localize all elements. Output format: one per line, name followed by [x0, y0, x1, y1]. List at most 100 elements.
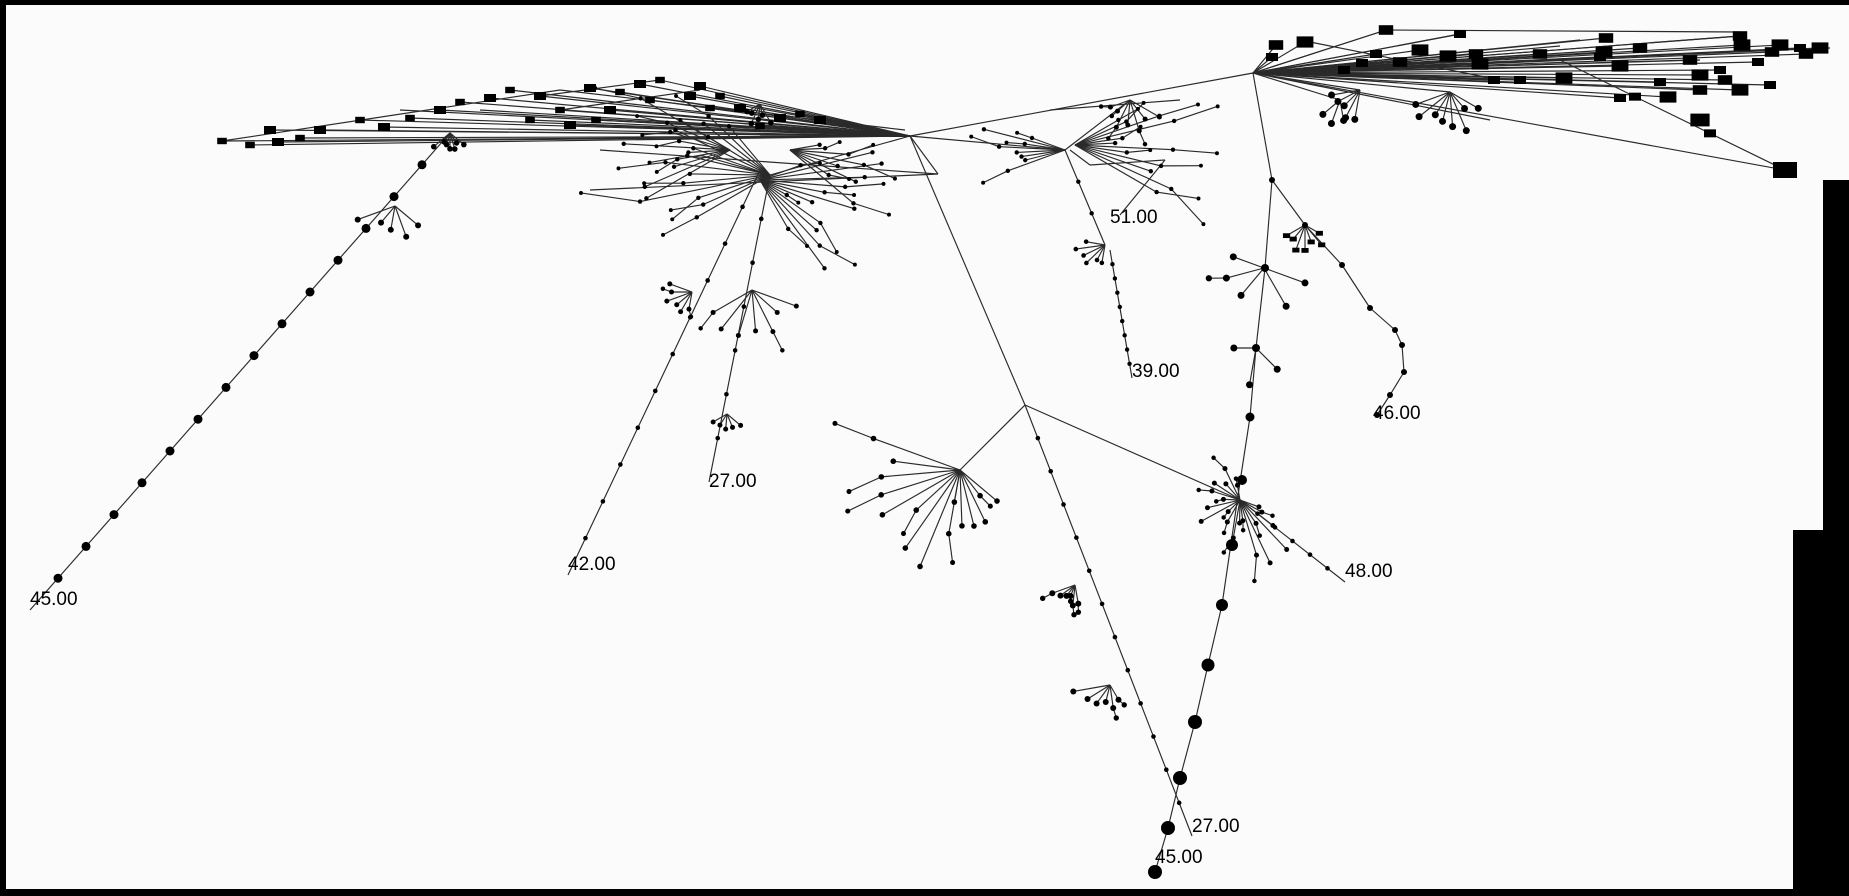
tree-node[interactable] — [681, 180, 686, 186]
tree-node[interactable] — [1401, 369, 1407, 375]
tree-node[interactable] — [579, 190, 583, 195]
tree-node[interactable] — [852, 206, 857, 211]
tree-node[interactable] — [1240, 527, 1246, 533]
tree-node[interactable] — [1387, 392, 1393, 398]
tree-node[interactable] — [900, 531, 907, 537]
tree-node[interactable] — [846, 489, 852, 495]
tree-node[interactable] — [701, 121, 706, 126]
tree-node[interactable] — [1116, 117, 1121, 123]
tree-node[interactable] — [726, 124, 732, 129]
tree-node[interactable] — [862, 174, 867, 180]
tree-node[interactable] — [1392, 57, 1408, 67]
tree-node[interactable] — [644, 196, 649, 201]
tree-node[interactable] — [786, 226, 791, 232]
tree-node[interactable] — [403, 233, 410, 240]
tree-node[interactable] — [913, 507, 920, 513]
tree-node[interactable] — [698, 326, 703, 331]
tree-node[interactable] — [387, 226, 394, 233]
tree-node[interactable] — [706, 134, 711, 140]
tree-node[interactable] — [1142, 116, 1148, 122]
tree-node[interactable] — [1268, 40, 1284, 50]
tree-node[interactable] — [845, 508, 851, 514]
tree-node[interactable] — [1318, 242, 1326, 248]
tree-node[interactable] — [1113, 715, 1119, 721]
tree-node[interactable] — [1205, 275, 1213, 282]
tree-node[interactable] — [1595, 46, 1613, 58]
tree-node[interactable] — [705, 278, 710, 283]
tree-node[interactable] — [378, 219, 385, 226]
tree-node[interactable] — [1269, 177, 1275, 183]
tree-node[interactable] — [1252, 578, 1257, 584]
tree-node[interactable] — [669, 289, 675, 295]
tree-node[interactable] — [1340, 116, 1348, 124]
tree-node[interactable] — [1115, 696, 1122, 703]
tree-node[interactable] — [1471, 58, 1489, 70]
tree-node[interactable] — [715, 92, 725, 100]
tree-node[interactable] — [1081, 253, 1086, 258]
tree-node[interactable] — [1209, 488, 1215, 494]
tree-node[interactable] — [1691, 69, 1709, 81]
tree-node[interactable] — [1654, 78, 1666, 86]
tree-node[interactable] — [814, 116, 826, 124]
tree-node[interactable] — [817, 161, 822, 166]
tree-node[interactable] — [969, 134, 974, 139]
tree-node[interactable] — [1439, 50, 1457, 62]
tree-node[interactable] — [1221, 550, 1227, 555]
tree-node[interactable] — [333, 255, 343, 265]
tree-node[interactable] — [846, 152, 851, 157]
tree-node[interactable] — [981, 127, 987, 132]
tree-node[interactable] — [621, 141, 626, 147]
tree-node[interactable] — [1071, 611, 1077, 618]
tree-node[interactable] — [1301, 247, 1309, 253]
tree-node[interactable] — [1102, 699, 1109, 706]
tree-node[interactable] — [1023, 157, 1028, 163]
tree-node[interactable] — [1237, 475, 1247, 485]
tree-node[interactable] — [1328, 91, 1336, 99]
tree-node[interactable] — [1215, 104, 1220, 109]
tree-node[interactable] — [1301, 279, 1309, 287]
tree-node[interactable] — [1272, 525, 1278, 530]
tree-node[interactable] — [738, 422, 744, 428]
tree-node[interactable] — [1216, 599, 1228, 611]
tree-node[interactable] — [1070, 688, 1077, 695]
tree-node[interactable] — [1141, 100, 1146, 105]
tree-node[interactable] — [1117, 304, 1122, 310]
graph-canvas[interactable] — [6, 5, 1793, 889]
tree-node[interactable] — [950, 560, 956, 566]
tree-node[interactable] — [1611, 60, 1629, 72]
tree-node[interactable] — [1005, 168, 1011, 174]
tree-node[interactable] — [217, 137, 227, 145]
tree-node[interactable] — [1431, 111, 1439, 119]
tree-node[interactable] — [1154, 189, 1159, 195]
tree-node[interactable] — [1221, 515, 1226, 520]
tree-node[interactable] — [1196, 487, 1201, 493]
tree-node[interactable] — [583, 535, 588, 541]
tree-node[interactable] — [740, 204, 745, 210]
tree-node[interactable] — [784, 192, 789, 198]
tree-node[interactable] — [1211, 455, 1216, 461]
tree-node[interactable] — [881, 181, 886, 186]
tree-node[interactable] — [1226, 539, 1238, 551]
tree-node[interactable] — [1093, 700, 1100, 707]
tree-node[interactable] — [1237, 291, 1245, 299]
tree-node[interactable] — [1225, 509, 1231, 515]
tree-node[interactable] — [673, 127, 678, 133]
tree-node[interactable] — [1234, 482, 1240, 488]
tree-node[interactable] — [715, 435, 721, 441]
tree-node[interactable] — [706, 113, 711, 119]
tree-node[interactable] — [1682, 55, 1698, 65]
tree-node[interactable] — [1204, 505, 1210, 511]
tree-node[interactable] — [1256, 504, 1262, 510]
tree-node[interactable] — [1106, 136, 1111, 141]
tree-node[interactable] — [977, 492, 983, 499]
tree-node[interactable] — [1733, 39, 1751, 51]
tree-node[interactable] — [1112, 634, 1118, 640]
tree-node[interactable] — [1367, 305, 1373, 311]
tree-node[interactable] — [378, 123, 390, 131]
tree-node[interactable] — [654, 169, 659, 174]
tree-node[interactable] — [1230, 344, 1238, 352]
tree-node[interactable] — [890, 458, 897, 465]
tree-node[interactable] — [1266, 53, 1278, 61]
tree-node[interactable] — [718, 326, 724, 332]
tree-node[interactable] — [717, 422, 723, 428]
